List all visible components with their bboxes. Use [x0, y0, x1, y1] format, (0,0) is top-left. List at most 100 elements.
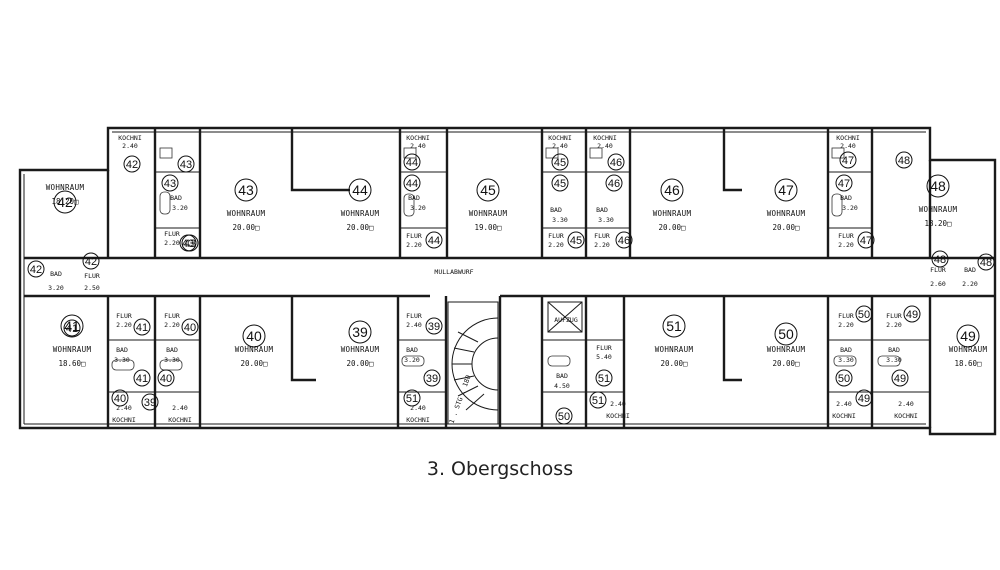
- floor-caption: 3. Obergschoss: [426, 458, 574, 480]
- living-room-area: 20.00□: [232, 223, 260, 232]
- living-room-area: 20.00□: [660, 359, 688, 368]
- room-tag: 43: [184, 238, 196, 250]
- room-tag: 45: [570, 235, 582, 247]
- unit-number: 43: [238, 182, 254, 198]
- room-tag-circle: [403, 153, 421, 171]
- room-tag-circle: [133, 318, 151, 336]
- unit-number-circle: [476, 178, 500, 202]
- room-tag-circle: [605, 174, 623, 192]
- living-room-area: 19.00□: [474, 223, 502, 232]
- room-tag-circle: [157, 369, 175, 387]
- room-tag-circle: [555, 407, 573, 425]
- kitchenette-area: 2.40: [898, 400, 914, 408]
- outer-walls: [18, 126, 997, 436]
- bathroom-label: BAD: [166, 346, 178, 354]
- living-room-area: 18.20□: [924, 219, 952, 228]
- living-room-label: WOHNRAUM: [341, 209, 380, 218]
- living-room-label: WOHNRAUM: [919, 205, 958, 214]
- room-tag: 44: [406, 157, 418, 169]
- unit-number: 39: [352, 324, 368, 340]
- bathroom-area: 3.20: [842, 204, 858, 212]
- living-room-label: WOHNRAUM: [469, 209, 508, 218]
- living-room-label: WOHNRAUM: [235, 345, 274, 354]
- bathroom-label: BAD: [556, 372, 568, 380]
- kitchenette-area: 2.40: [836, 400, 852, 408]
- room-tag: 41: [136, 373, 148, 385]
- kitchenette-label: KOCHNI: [832, 412, 856, 420]
- hallway-area: 2.20: [164, 239, 180, 247]
- bathroom-label: BAD: [406, 346, 418, 354]
- bathroom-area: 3.30: [164, 356, 180, 364]
- unit-number: 49: [960, 328, 976, 344]
- living-room-label: WOHNRAUM: [653, 209, 692, 218]
- room-tag: 48: [898, 155, 910, 167]
- bottom-partitions: [106, 296, 932, 428]
- room-tag: 41: [66, 323, 78, 335]
- living-room-label: WOHNRAUM: [46, 183, 85, 192]
- room-tag: 51: [406, 393, 418, 405]
- room-tag: 49: [906, 309, 918, 321]
- room-tag: 39: [428, 321, 440, 333]
- living-room-area: 18.60□: [58, 359, 86, 368]
- hallway-label: FLUR: [594, 232, 610, 240]
- room-tag-circle: [425, 317, 443, 335]
- room-tag: 50: [558, 411, 570, 423]
- room-tag: 48: [934, 254, 946, 266]
- hallway-label: FLUR: [164, 230, 180, 238]
- room-tag: 40: [114, 393, 126, 405]
- unit-number: 41: [64, 318, 80, 334]
- hallway-area: 2.20: [116, 321, 132, 329]
- room-tag-circle: [551, 153, 569, 171]
- room-tag: 44: [428, 235, 440, 247]
- hallway-area: 2.20: [406, 241, 422, 249]
- elevator-label: AUFZUG: [554, 316, 578, 324]
- kitchenette-area: 2.40: [410, 404, 426, 412]
- hallway-area: 2.40: [406, 321, 422, 329]
- unit-number-circle: [53, 190, 77, 214]
- room-tag: 42: [30, 264, 42, 276]
- room-tag-circle: [839, 151, 857, 169]
- room-tag: 43: [180, 159, 192, 171]
- room-tag: 49: [858, 393, 870, 405]
- bathroom-label: BAD: [964, 266, 976, 274]
- living-room-area: 20.00□: [240, 359, 268, 368]
- kitchenette-area: 2.40: [410, 142, 426, 150]
- unit-number: 40: [246, 328, 262, 344]
- kitchenette-label: KOCHNI: [112, 416, 136, 424]
- room-tag-circle: [423, 369, 441, 387]
- unit-number: 42: [57, 194, 73, 210]
- room-tag: 46: [608, 178, 620, 190]
- bathroom-area: 3.30: [886, 356, 902, 364]
- room-tag-circle: [123, 155, 141, 173]
- bathroom-label: BAD: [888, 346, 900, 354]
- living-room-label: WOHNRAUM: [767, 209, 806, 218]
- room-tag: 43: [164, 178, 176, 190]
- room-tag: 39: [144, 397, 156, 409]
- room-tag-circle: [181, 318, 199, 336]
- hallway-label: FLUR: [116, 312, 132, 320]
- bathroom-label: BAD: [408, 194, 420, 202]
- living-room-label: WOHNRAUM: [655, 345, 694, 354]
- bathroom-area: 3.30: [552, 216, 568, 224]
- hallway-label: FLUR: [838, 312, 854, 320]
- living-room-area: 20.00□: [346, 223, 374, 232]
- unit-number-circle: [234, 178, 258, 202]
- room-tag: 40: [160, 373, 172, 385]
- unit-number-circle: [348, 178, 372, 202]
- room-tag: 47: [842, 155, 854, 167]
- room-tag: 45: [554, 178, 566, 190]
- hallway-label: FLUR: [164, 312, 180, 320]
- unit-number-circle: [660, 178, 684, 202]
- unit-number: 47: [778, 182, 794, 198]
- living-room-area: 18.20□: [51, 197, 79, 206]
- unit-number-circle: [242, 324, 266, 348]
- room-tag-circle: [82, 252, 100, 270]
- room-tag: 49: [894, 373, 906, 385]
- room-tag: 39: [426, 373, 438, 385]
- hallway-area: 5.40: [596, 353, 612, 361]
- bathroom-label: BAD: [840, 346, 852, 354]
- room-tag-circle: [857, 231, 875, 249]
- bathroom-area: 3.20: [410, 204, 426, 212]
- bathroom-area: 3.30: [838, 356, 854, 364]
- room-tag-circle: [977, 253, 995, 271]
